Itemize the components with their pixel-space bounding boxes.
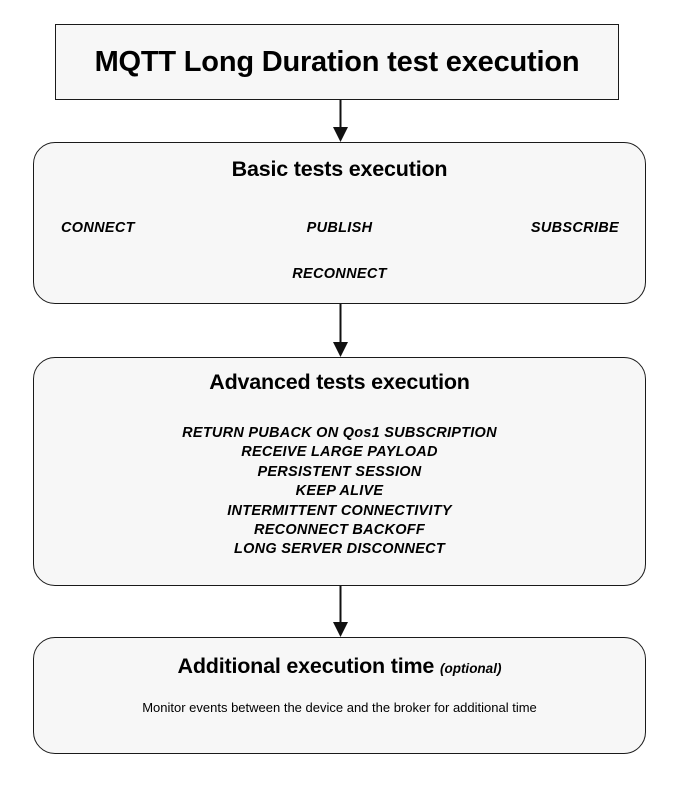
- advanced-tests-list: RETURN PUBACK ON Qos1 SUBSCRIPTION RECEI…: [34, 424, 645, 560]
- arrow-title-to-basic: [0, 100, 681, 142]
- additional-time-box: Additional execution time (optional) Mon…: [33, 637, 646, 754]
- optional-tag: (optional): [439, 661, 502, 676]
- list-item: PERSISTENT SESSION: [257, 463, 422, 480]
- list-item: LONG SERVER DISCONNECT: [234, 541, 445, 558]
- arrow-advanced-to-additional: [0, 586, 681, 637]
- basic-test-connect: CONNECT: [61, 220, 135, 236]
- advanced-tests-heading: Advanced tests execution: [209, 370, 470, 394]
- basic-tests-box: Basic tests execution CONNECT PUBLISH SU…: [33, 142, 646, 304]
- additional-time-note: Monitor events between the device and th…: [142, 700, 537, 715]
- advanced-tests-box: Advanced tests execution RETURN PUBACK O…: [33, 357, 646, 586]
- list-item: RETURN PUBACK ON Qos1 SUBSCRIPTION: [182, 425, 497, 441]
- basic-test-subscribe: SUBSCRIBE: [530, 220, 619, 236]
- basic-tests-row-one: CONNECT PUBLISH SUBSCRIBE: [34, 220, 645, 240]
- page-title: MQTT Long Duration test execution: [94, 45, 580, 78]
- basic-test-reconnect: RECONNECT: [292, 266, 387, 282]
- list-item: KEEP ALIVE: [295, 483, 384, 500]
- basic-tests-heading: Basic tests execution: [231, 157, 448, 181]
- arrow-basic-to-advanced: [0, 304, 681, 357]
- additional-time-heading-text: Additional execution time: [177, 654, 435, 678]
- list-item: INTERMITTENT CONNECTIVITY: [227, 502, 452, 519]
- title-box: MQTT Long Duration test execution: [55, 24, 619, 100]
- list-item: RECEIVE LARGE PAYLOAD: [241, 444, 438, 461]
- list-item: RECONNECT BACKOFF: [254, 522, 425, 539]
- additional-time-heading: Additional execution time (optional): [34, 654, 645, 679]
- basic-test-publish: PUBLISH: [306, 220, 373, 236]
